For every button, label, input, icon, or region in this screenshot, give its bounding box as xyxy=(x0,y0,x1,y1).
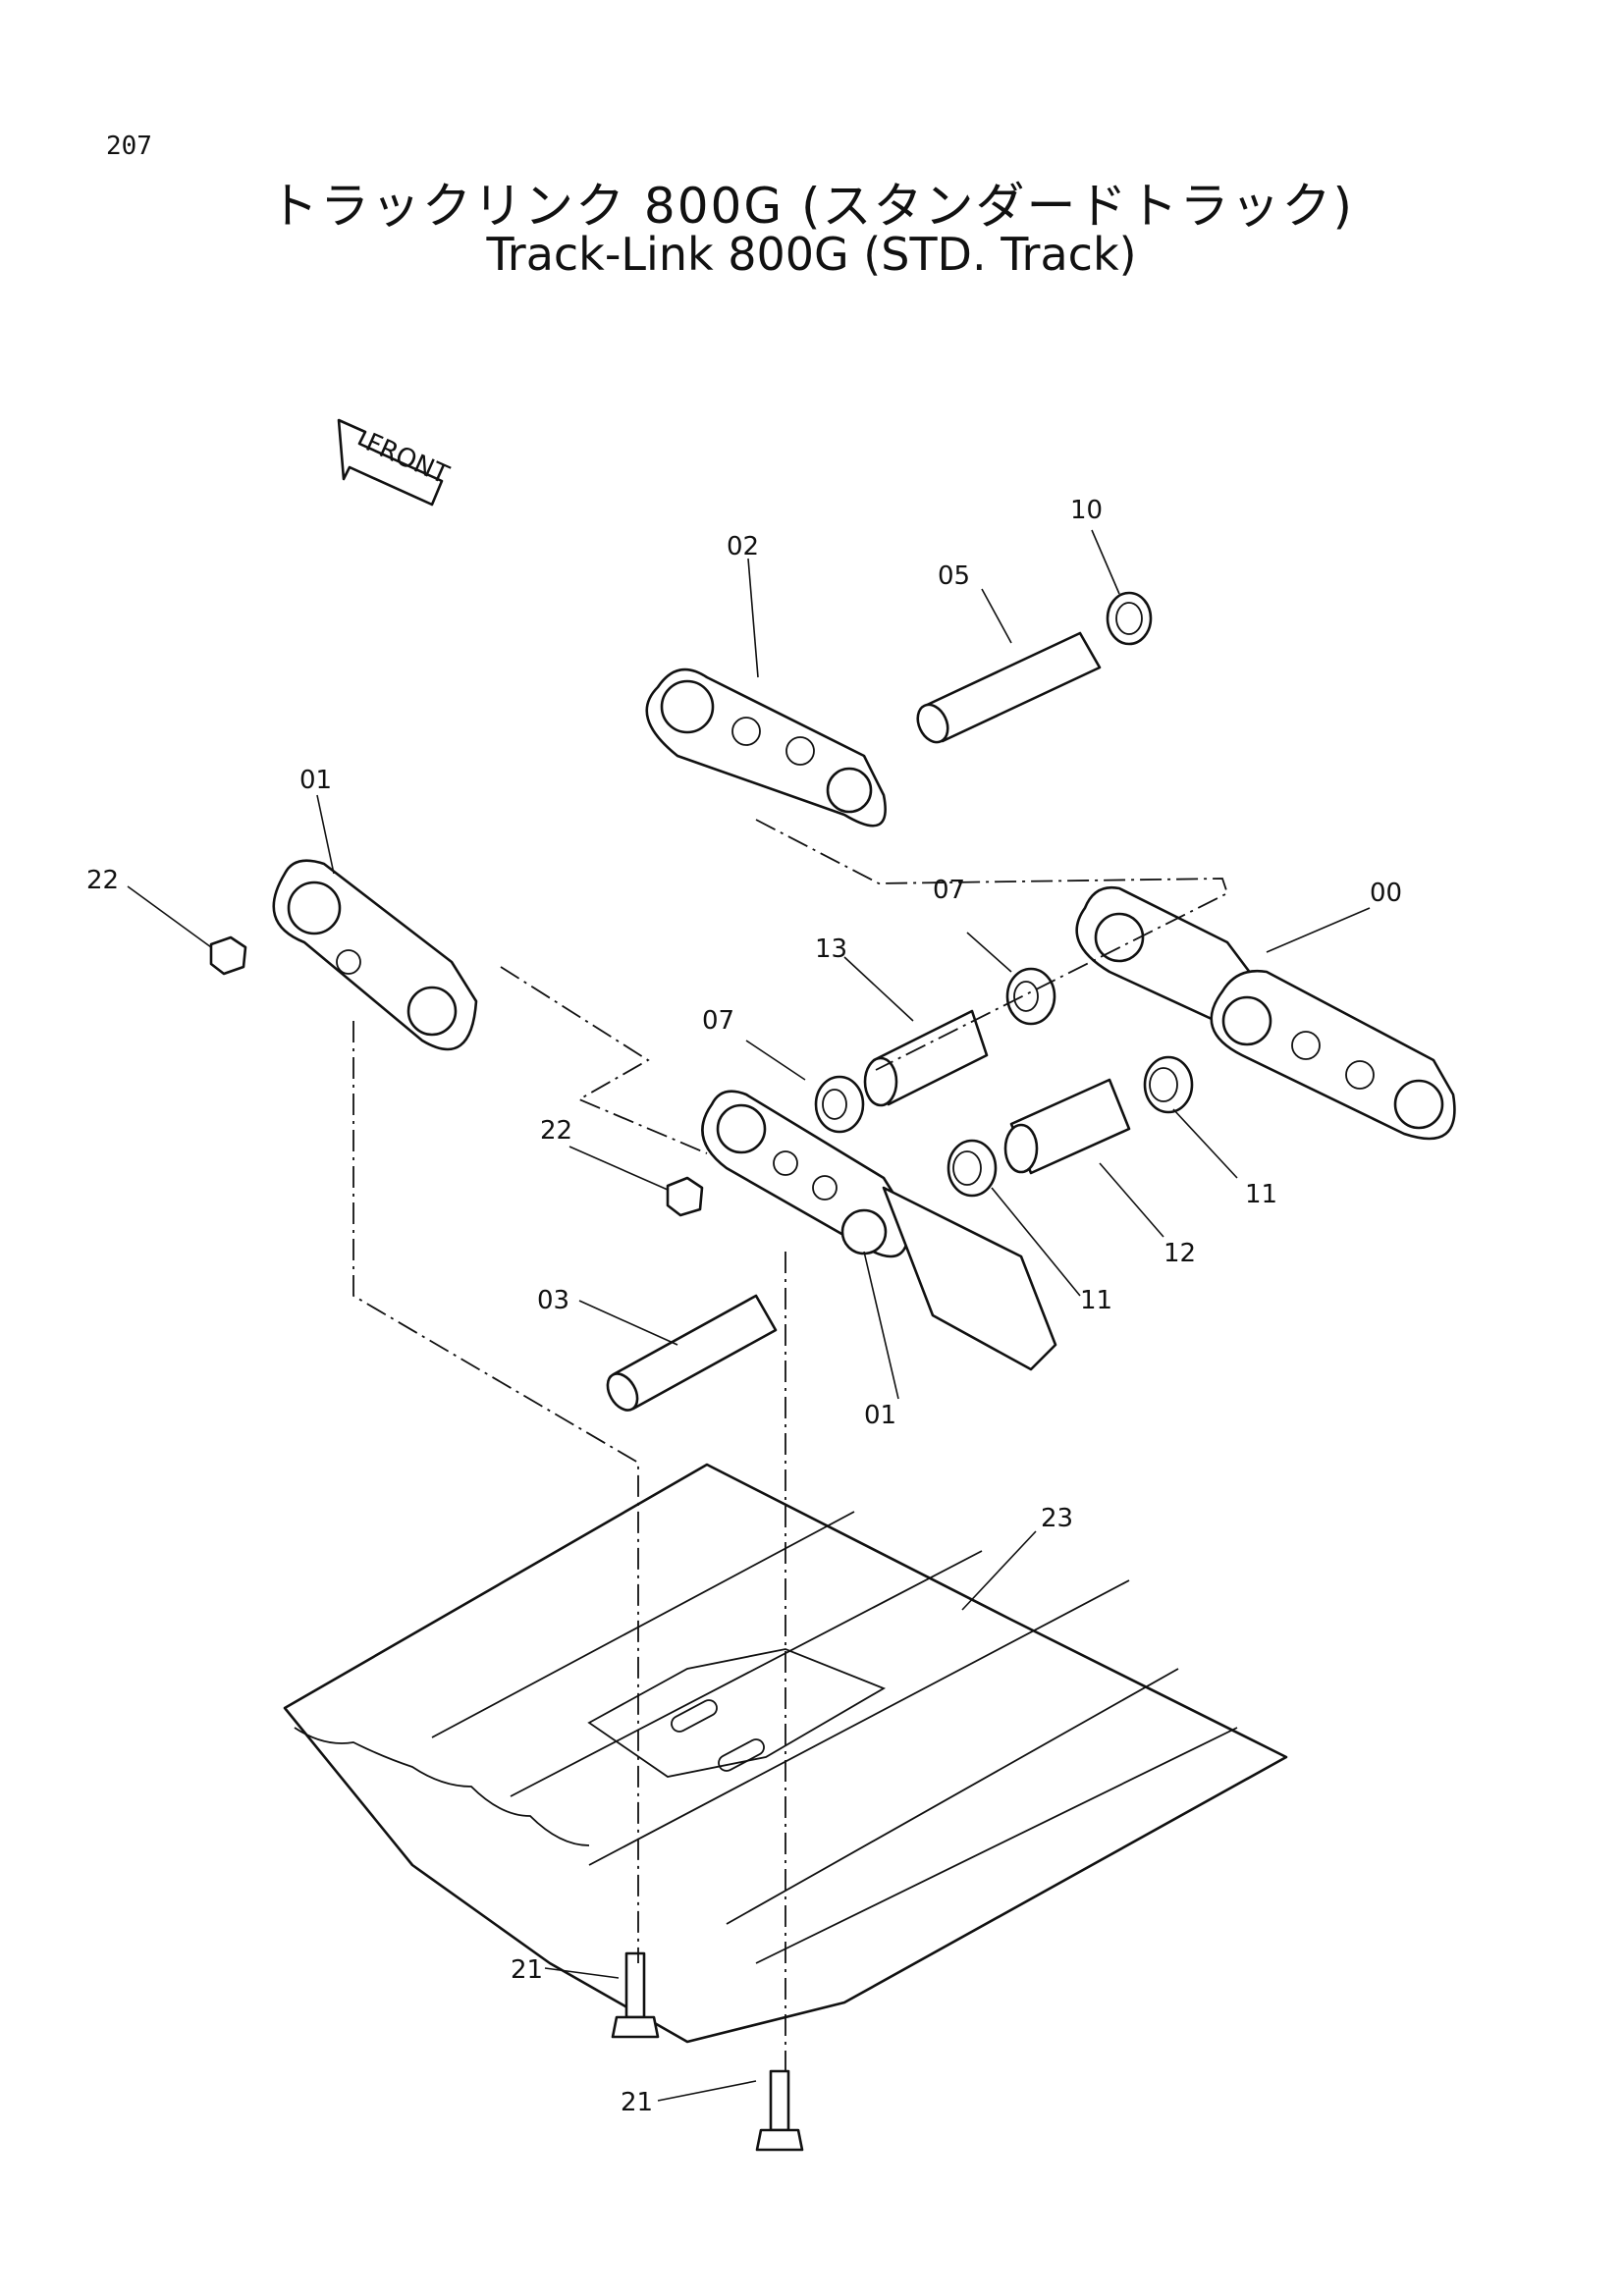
page-number: 207 xyxy=(106,132,152,161)
front-arrow-icon: FRONT xyxy=(337,418,453,507)
seal-11-left xyxy=(947,1139,998,1198)
leader-07-lower xyxy=(745,1040,806,1081)
seal-07-upper xyxy=(1005,967,1056,1026)
assembly-line-1 xyxy=(352,1021,639,1963)
callout-22-upper: 22 xyxy=(86,866,119,895)
callout-01-upper: 01 xyxy=(299,766,332,795)
assembly-line-4 xyxy=(500,966,708,1154)
leader-02 xyxy=(747,558,759,678)
title-japanese: トラックリンク 800G (スタンダードトラック) xyxy=(269,178,1354,235)
leader-12 xyxy=(1099,1162,1164,1238)
track-link-01-upper xyxy=(272,859,478,1051)
leader-13 xyxy=(843,956,914,1022)
callout-22-lower: 22 xyxy=(540,1116,572,1146)
leader-23 xyxy=(961,1530,1037,1611)
seal-07-lower xyxy=(814,1075,865,1134)
callout-23: 23 xyxy=(1041,1504,1073,1533)
leader-01-upper xyxy=(316,794,335,875)
bolt-21-right xyxy=(755,2069,804,2152)
callout-12: 12 xyxy=(1163,1239,1196,1268)
title-english: Track-Link 800G (STD. Track) xyxy=(486,228,1137,281)
bushing-12 xyxy=(1003,1078,1131,1175)
bolt-21-left xyxy=(611,1951,660,2039)
pin-05 xyxy=(916,631,1102,744)
callout-02: 02 xyxy=(727,532,759,561)
leader-11-left xyxy=(991,1187,1081,1297)
callout-21-right: 21 xyxy=(621,2088,653,2117)
assembly-line-3 xyxy=(755,819,1229,1071)
callout-10: 10 xyxy=(1070,496,1103,525)
leader-01-center xyxy=(863,1251,899,1400)
leader-03 xyxy=(578,1300,678,1346)
callout-11-left: 11 xyxy=(1080,1286,1112,1315)
pin-03 xyxy=(606,1294,778,1412)
leader-10 xyxy=(1091,529,1120,595)
callout-03: 03 xyxy=(537,1286,569,1315)
snap-ring-10 xyxy=(1106,591,1153,646)
track-link-00 xyxy=(1075,885,1456,1141)
callout-07-lower: 07 xyxy=(702,1006,734,1036)
leader-22-upper xyxy=(127,885,212,948)
leader-11-right xyxy=(1172,1108,1238,1179)
nut-22-upper xyxy=(209,935,247,976)
nut-22-lower xyxy=(666,1176,704,1217)
bushing-13 xyxy=(863,1009,989,1107)
callout-13: 13 xyxy=(815,934,847,964)
track-link-02 xyxy=(645,667,887,828)
leader-07-upper xyxy=(966,932,1012,973)
leader-05 xyxy=(981,588,1012,644)
callout-01-center: 01 xyxy=(864,1401,896,1430)
callout-21-left: 21 xyxy=(511,1955,543,1985)
callout-07-upper: 07 xyxy=(933,876,965,905)
track-link-01-center xyxy=(701,1090,1057,1371)
seal-11-right xyxy=(1143,1055,1194,1114)
callout-05: 05 xyxy=(938,561,970,591)
callout-11-right: 11 xyxy=(1245,1180,1277,1209)
leader-00 xyxy=(1266,907,1371,953)
leader-21-right xyxy=(657,2080,757,2102)
leader-22-lower xyxy=(568,1146,669,1191)
callout-00: 00 xyxy=(1370,879,1402,908)
leader-21-left xyxy=(544,1967,620,1979)
